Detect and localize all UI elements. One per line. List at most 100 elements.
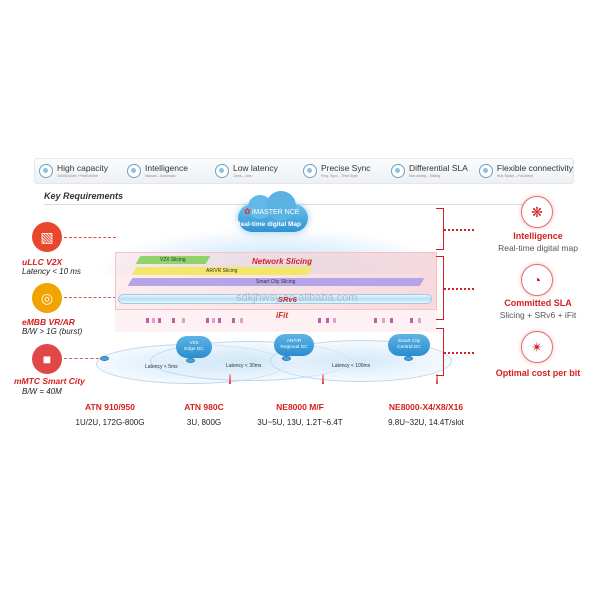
router-icon xyxy=(100,356,109,361)
scenario-title-v2x: uLLC V2X xyxy=(22,257,63,267)
router-icon xyxy=(404,356,413,361)
scenario-sub-vr: B/W > 1G (burst) xyxy=(22,327,83,336)
requirement-sub: Freq. Sync→Time Sync xyxy=(320,173,358,178)
packet-marker xyxy=(374,318,377,323)
latency-label: Latency < 5ms xyxy=(145,364,178,370)
dc-name: AR/VR xyxy=(286,339,302,345)
scenario-sub-city: B/W = 40M xyxy=(22,387,62,396)
cloud-title: iMASTER NCE xyxy=(252,209,300,216)
packet-marker xyxy=(146,318,149,323)
bracket xyxy=(436,208,444,250)
requirement-sub: 10ms→1ms xyxy=(232,173,252,178)
product-name: NE8000-X4/X8/X16 xyxy=(388,402,464,412)
packet-marker xyxy=(333,318,336,323)
requirement-sub: 400GE/ports +FlexE/s/line xyxy=(57,173,98,178)
slice-label: V2X Slicing xyxy=(160,257,186,263)
slice-v2x: V2X Slicing xyxy=(135,256,211,264)
sync-icon xyxy=(302,164,317,178)
product-spec: 9.8U~32U, 14.4T/slot xyxy=(388,418,464,427)
scenario-title-vr: eMBB VR/AR xyxy=(22,317,75,327)
capability-sub: Real-time digital map xyxy=(498,243,578,253)
connector-line xyxy=(64,237,116,238)
network-nodes-icon: ✴ xyxy=(521,331,553,363)
imaster-cloud xyxy=(238,191,308,232)
packet-marker xyxy=(382,318,385,323)
latency-label: Latency < 30ms xyxy=(226,363,262,369)
brain-icon: ❋ xyxy=(521,196,553,228)
section-title: Key Requirements xyxy=(44,191,124,201)
dc-sub: Regional DC xyxy=(280,345,308,350)
slice-arvr: AR/VR Slicing xyxy=(131,267,313,275)
requirement-title: Low latency xyxy=(232,163,278,173)
capability-sub: Slicing + SRv6 + iFit xyxy=(499,310,577,320)
latency-label: Latency < 100ms xyxy=(332,363,371,369)
slice-label: Smart City Slicing xyxy=(256,279,296,285)
intelligence-icon xyxy=(126,164,141,178)
ifit-label: iFit xyxy=(276,311,288,320)
gauge-icon: ◔ xyxy=(521,264,553,296)
cloud-subtitle: Real-time digital Map xyxy=(236,221,302,228)
capability-title: Intelligence xyxy=(513,231,563,241)
product-spec: 1U/2U, 172G-800G xyxy=(75,418,145,427)
packet-marker xyxy=(240,318,243,323)
slice-label: AR/VR Slicing xyxy=(206,268,238,274)
dotted-connector xyxy=(444,288,474,290)
bracket xyxy=(436,256,444,320)
product-name: ATN 980C xyxy=(184,402,224,412)
product-spec: 3U, 800G xyxy=(186,418,222,427)
requirement-title: Flexible connectivity xyxy=(496,163,573,173)
packet-marker xyxy=(232,318,235,323)
arrow-down-icon xyxy=(322,374,324,384)
packet-marker xyxy=(410,318,413,323)
arrow-down-icon xyxy=(436,374,438,384)
latency-icon xyxy=(214,164,229,178)
requirement-title: Differential SLA xyxy=(408,163,468,173)
srv6-pipe xyxy=(118,294,432,304)
sla-icon xyxy=(390,164,405,178)
requirement-sub: Hub Spoke→Full-Mesh xyxy=(496,173,534,178)
connectivity-icon xyxy=(478,164,493,178)
huawei-logo-icon: ✿ xyxy=(244,207,251,216)
city-icon: ■ xyxy=(32,344,62,374)
dc-name: V2X xyxy=(189,341,199,347)
requirement-title: High capacity xyxy=(57,163,109,173)
packet-marker xyxy=(212,318,215,323)
requirement-title: Precise Sync xyxy=(320,163,371,173)
scenario-title-city: mMTC Smart City xyxy=(14,376,85,386)
requirement-sub: Manual→Automatic xyxy=(144,173,176,178)
product-spec: 3U~5U, 13U, 1.2T~6.4T xyxy=(257,418,343,427)
ifit-panel xyxy=(115,310,437,332)
dotted-connector xyxy=(444,352,474,354)
requirement-title: Intelligence xyxy=(144,163,188,173)
arrow-down-icon xyxy=(229,374,231,384)
router-icon xyxy=(186,358,195,363)
packet-marker xyxy=(318,318,321,323)
slice-smart-city: Smart City Slicing xyxy=(127,278,425,286)
packet-marker xyxy=(206,318,209,323)
car-icon: ▧ xyxy=(32,222,62,252)
srv6-label: SRv6 xyxy=(278,295,297,304)
packet-marker xyxy=(326,318,329,323)
packet-marker xyxy=(152,318,155,323)
packet-marker xyxy=(172,318,175,323)
capability-title: Committed SLA xyxy=(504,298,572,308)
connector-line xyxy=(64,297,116,298)
dc-sub: Edge DC xyxy=(184,347,204,352)
dc-sub: Central DC xyxy=(397,345,421,350)
watermark: sdkjhwsy.en.alibaba.com xyxy=(236,292,358,304)
vr-headset-icon: ◎ xyxy=(32,283,62,313)
packet-marker xyxy=(182,318,185,323)
scenario-sub-v2x: Latency < 10 ms xyxy=(22,267,81,276)
router-icon xyxy=(282,356,291,361)
packet-marker xyxy=(218,318,221,323)
product-name: NE8000 M/F xyxy=(276,402,324,412)
dc-name: Smart City xyxy=(397,339,421,345)
packet-marker xyxy=(390,318,393,323)
